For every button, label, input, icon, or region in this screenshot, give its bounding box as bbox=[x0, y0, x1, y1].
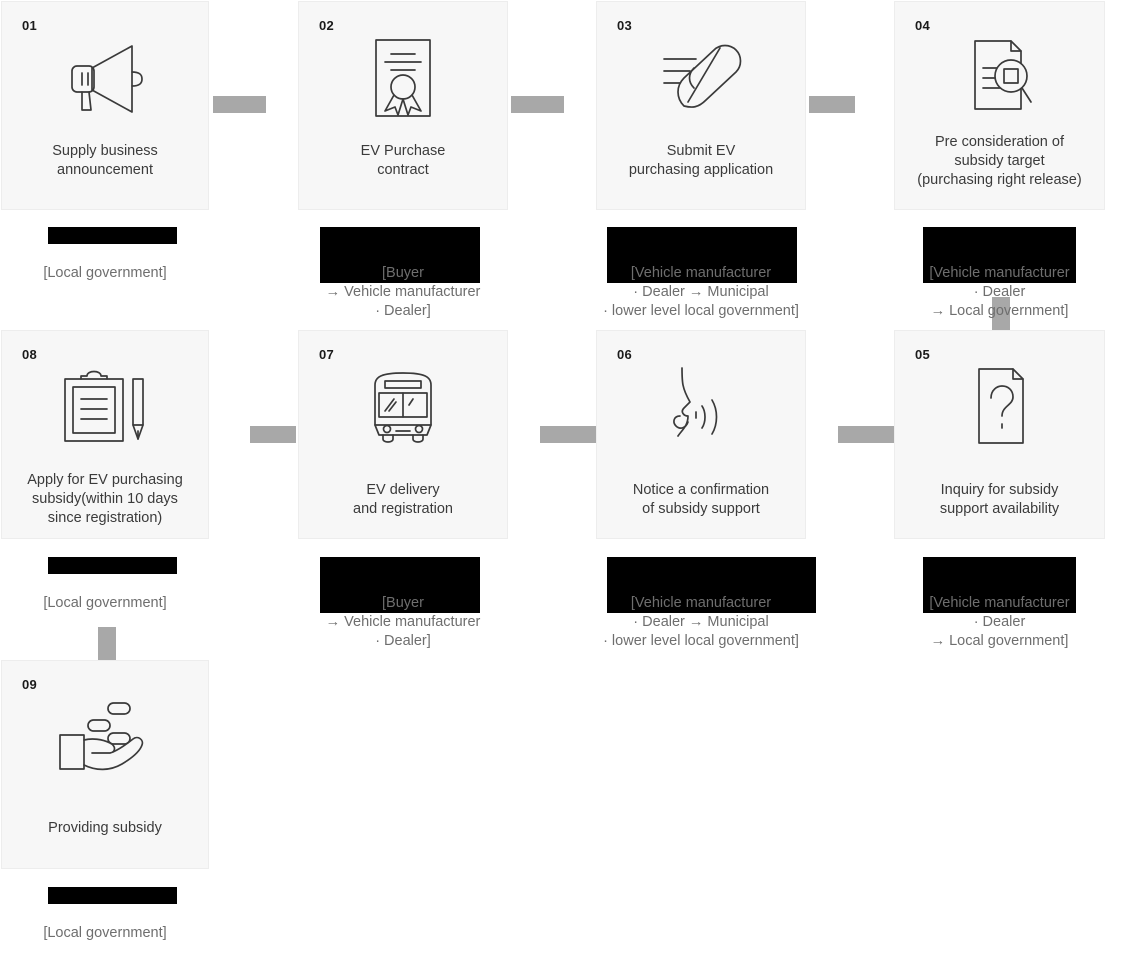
contract-certificate-icon bbox=[299, 32, 507, 124]
caption-redaction-bar bbox=[923, 557, 1076, 613]
clipboard-pencil-icon bbox=[2, 361, 208, 453]
step-caption-06: [Vehicle manufacturer · Dealer → Municip… bbox=[596, 556, 816, 670]
caption-redaction-bar bbox=[320, 557, 480, 613]
step-number-06: 06 bbox=[617, 347, 633, 362]
connector-01-to-02 bbox=[213, 96, 266, 113]
step-card-04[interactable]: 04 Pre consideration of subsidy target (… bbox=[894, 1, 1105, 210]
step-number-05: 05 bbox=[915, 347, 931, 362]
caption-redaction-bar bbox=[320, 227, 480, 283]
step-title-02: EV Purchase contract bbox=[360, 143, 446, 178]
step-card-03[interactable]: 03 Submit EV purchasing application bbox=[596, 1, 806, 210]
step-card-02[interactable]: 02 EV Purchase contract bbox=[298, 1, 508, 210]
step-caption-01: [Local government] bbox=[1, 226, 209, 302]
step-card-08[interactable]: 08 Apply for EV purchasing subsidy(withi… bbox=[1, 330, 209, 539]
connector-04-to-05 bbox=[992, 297, 1010, 331]
step-caption-05: [Vehicle manufacturer · Dealer → Local g… bbox=[894, 556, 1105, 670]
step-caption-08: [Local government] bbox=[1, 556, 209, 632]
process-flow-diagram: 01 Supply business announcement 02 E bbox=[1, 1, 1105, 941]
step-title-04: Pre consideration of subsidy target (pur… bbox=[917, 134, 1082, 188]
step-caption-02: [Buyer → Vehicle manufacturer · Dealer] bbox=[298, 226, 508, 340]
caption-redaction-bar bbox=[48, 887, 177, 904]
step-card-07[interactable]: 07 EV delivery and registration bbox=[298, 330, 508, 539]
step-title-05: Inquiry for subsidy support availability bbox=[939, 482, 1060, 517]
connector-02-to-03 bbox=[511, 96, 564, 113]
step-number-09: 09 bbox=[22, 677, 38, 692]
caption-redaction-bar bbox=[48, 227, 177, 244]
connector-07-to-08 bbox=[250, 426, 296, 443]
caption-redaction-bar bbox=[48, 557, 177, 574]
step-card-09[interactable]: 09 Providing subsidy bbox=[1, 660, 209, 869]
step-title-08: Apply for EV purchasing subsidy(within 1… bbox=[27, 472, 183, 526]
step-card-06[interactable]: 06 Notice a confirmation of subsidy supp… bbox=[596, 330, 806, 539]
step-number-07: 07 bbox=[319, 347, 335, 362]
step-caption-04: [Vehicle manufacturer · Dealer → Local g… bbox=[894, 226, 1105, 340]
bus-icon bbox=[299, 361, 507, 453]
caption-redaction-bar bbox=[607, 227, 797, 283]
step-card-05[interactable]: 05 Inquiry for subsidy support availabil… bbox=[894, 330, 1105, 539]
step-number-01: 01 bbox=[22, 18, 38, 33]
step-title-01: Supply business announcement bbox=[52, 143, 158, 178]
step-number-08: 08 bbox=[22, 347, 38, 362]
document-magnifier-icon bbox=[895, 32, 1104, 124]
connector-08-to-09 bbox=[98, 627, 116, 661]
step-title-07: EV delivery and registration bbox=[353, 482, 453, 517]
step-title-09: Providing subsidy bbox=[48, 820, 162, 836]
step-caption-03: [Vehicle manufacturer · Dealer → Municip… bbox=[596, 226, 806, 340]
speaking-notice-icon bbox=[597, 361, 805, 453]
megaphone-icon bbox=[2, 32, 208, 124]
step-number-02: 02 bbox=[319, 18, 335, 33]
step-title-03: Submit EV purchasing application bbox=[628, 143, 774, 178]
step-caption-09: [Local government] bbox=[1, 886, 209, 962]
step-card-01[interactable]: 01 Supply business announcement bbox=[1, 1, 209, 210]
step-number-03: 03 bbox=[617, 18, 633, 33]
caption-redaction-bar bbox=[607, 557, 816, 613]
connector-05-to-06 bbox=[838, 426, 896, 443]
caption-redaction-bar bbox=[923, 227, 1076, 283]
step-caption-07: [Buyer → Vehicle manufacturer · Dealer] bbox=[298, 556, 508, 670]
document-question-icon bbox=[895, 361, 1104, 453]
step-number-04: 04 bbox=[915, 18, 931, 33]
step-title-06: Notice a confirmation of subsidy support bbox=[632, 482, 770, 517]
send-application-icon bbox=[597, 32, 805, 124]
connector-03-to-04 bbox=[809, 96, 855, 113]
connector-06-to-07 bbox=[540, 426, 598, 443]
hand-coins-icon bbox=[2, 691, 208, 783]
